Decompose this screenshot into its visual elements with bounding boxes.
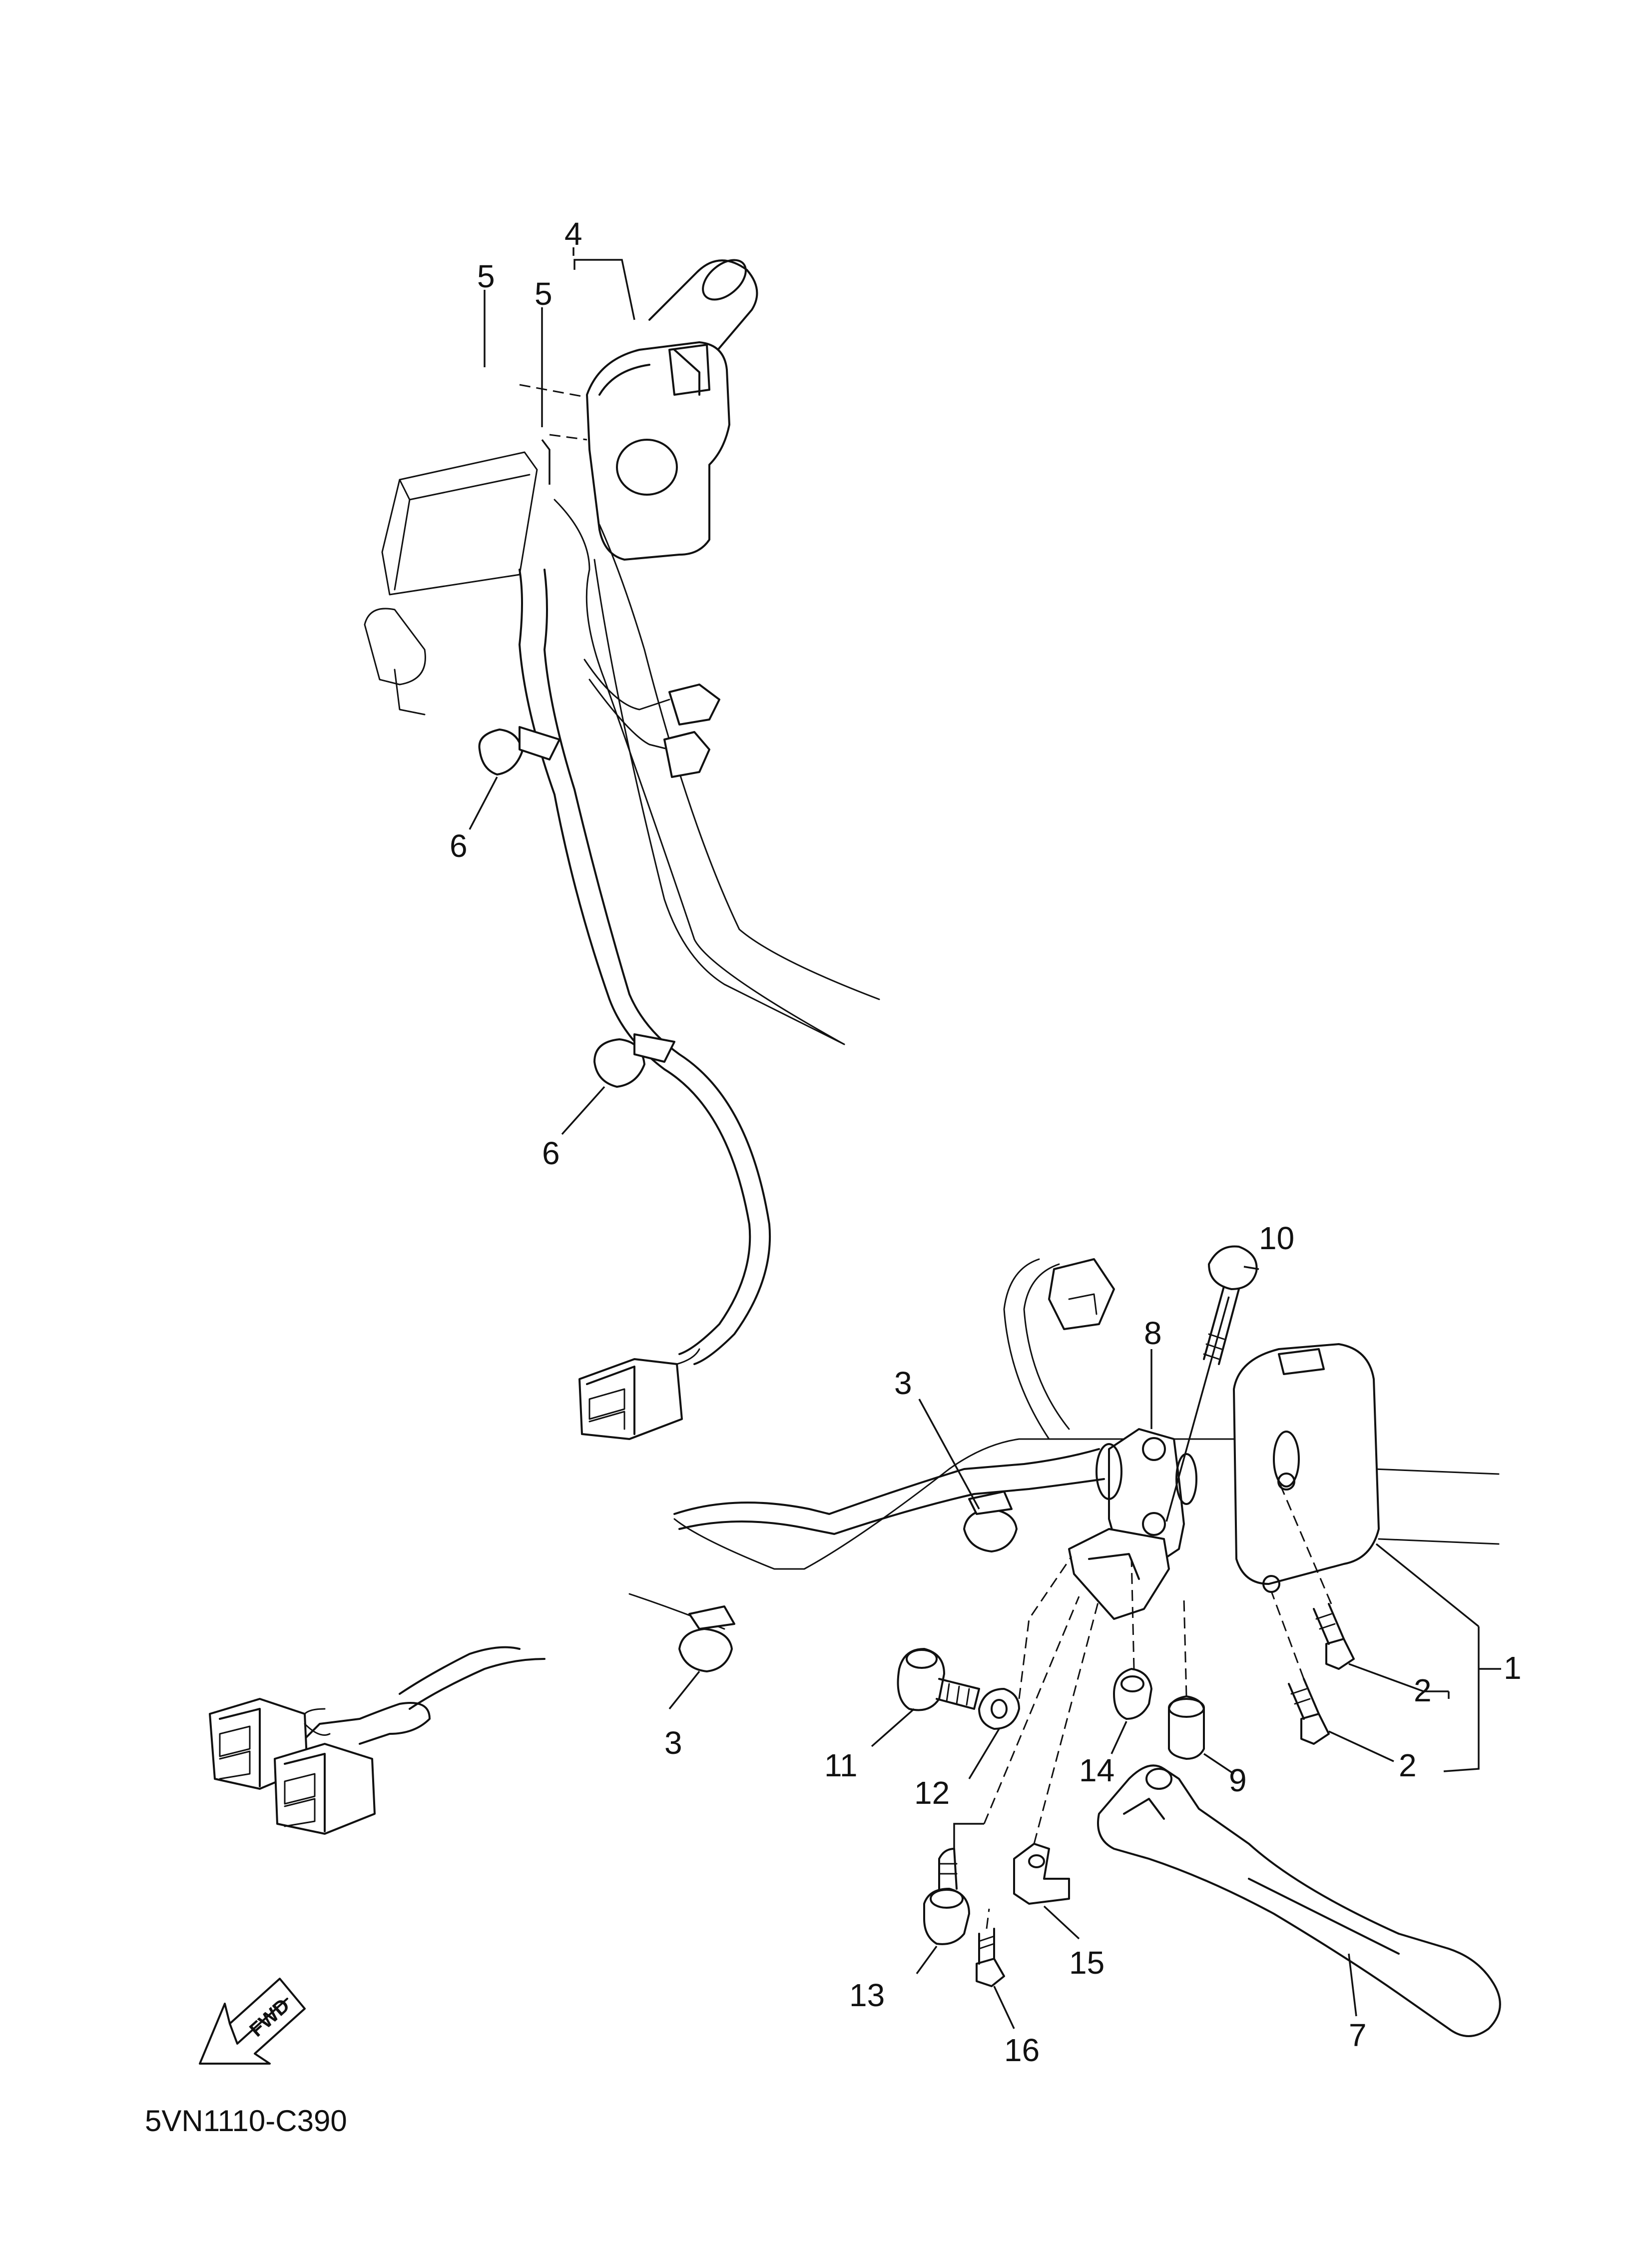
left-switch-housing <box>1233 1343 1380 1593</box>
callout-3a: 3 <box>894 1365 912 1401</box>
nut-14 <box>1113 1668 1152 1720</box>
upper-clamp-6b <box>593 1033 675 1088</box>
callout-3b: 3 <box>664 1725 682 1761</box>
callout-14: 14 <box>1079 1752 1114 1788</box>
callout-4: 4 <box>564 216 582 252</box>
fwd-arrow-icon: FWD <box>199 1978 306 2065</box>
callout-10: 10 <box>1259 1220 1294 1256</box>
callout-2b: 2 <box>1399 1747 1417 1783</box>
screws-2 <box>1288 1603 1355 1745</box>
bolt-13 <box>923 1848 970 1945</box>
handlebar-outline <box>593 559 845 1045</box>
callout-15: 15 <box>1069 1945 1104 1981</box>
lever-holder <box>1068 1428 1197 1620</box>
upper-multi-pin-coupler <box>578 1348 700 1440</box>
lower-couplers <box>209 1698 431 1835</box>
lower-wire-harness <box>399 1258 1105 1710</box>
callout-9: 9 <box>1229 1762 1247 1798</box>
callout-labels: 1 2 2 3 3 4 5 5 6 6 7 8 9 10 11 12 13 14… <box>450 216 1522 2068</box>
upper-small-connectors <box>663 684 720 778</box>
lower-clamp-3a <box>963 1491 1018 1552</box>
lever-7 <box>1097 1764 1501 2037</box>
switch-15 <box>1013 1843 1070 1905</box>
callout-8: 8 <box>1144 1315 1162 1351</box>
callout-1: 1 <box>1504 1650 1522 1686</box>
bolt-11 <box>897 1648 980 1711</box>
front-brake-switch-box <box>364 451 538 716</box>
callout-12: 12 <box>914 1775 950 1811</box>
upper-clamp-6a <box>478 726 560 775</box>
figure-code: 5VN1110-C390 <box>145 2104 347 2138</box>
callout-6a: 6 <box>450 828 468 864</box>
callout-16: 16 <box>1004 2032 1040 2068</box>
callout-7: 7 <box>1349 2017 1367 2053</box>
callout-6b: 6 <box>542 1135 560 1171</box>
leader-lines <box>469 247 1501 2029</box>
collar-9 <box>1168 1695 1205 1760</box>
callout-13: 13 <box>849 1977 885 2013</box>
upper-wire-harness <box>519 499 880 1365</box>
right-handlebar-grip <box>648 259 758 361</box>
callout-5b: 5 <box>535 276 552 312</box>
bolt-10 <box>1203 1245 1258 1365</box>
callout-5a: 5 <box>477 258 495 294</box>
screw-16 <box>976 1928 1005 1987</box>
small-top-coupler <box>1048 1258 1115 1330</box>
callout-11: 11 <box>824 1747 857 1783</box>
washer-12 <box>978 1688 1020 1730</box>
lower-clamp-3b <box>678 1605 735 1672</box>
right-switch-housing <box>586 341 730 561</box>
callout-2a: 2 <box>1414 1672 1432 1708</box>
